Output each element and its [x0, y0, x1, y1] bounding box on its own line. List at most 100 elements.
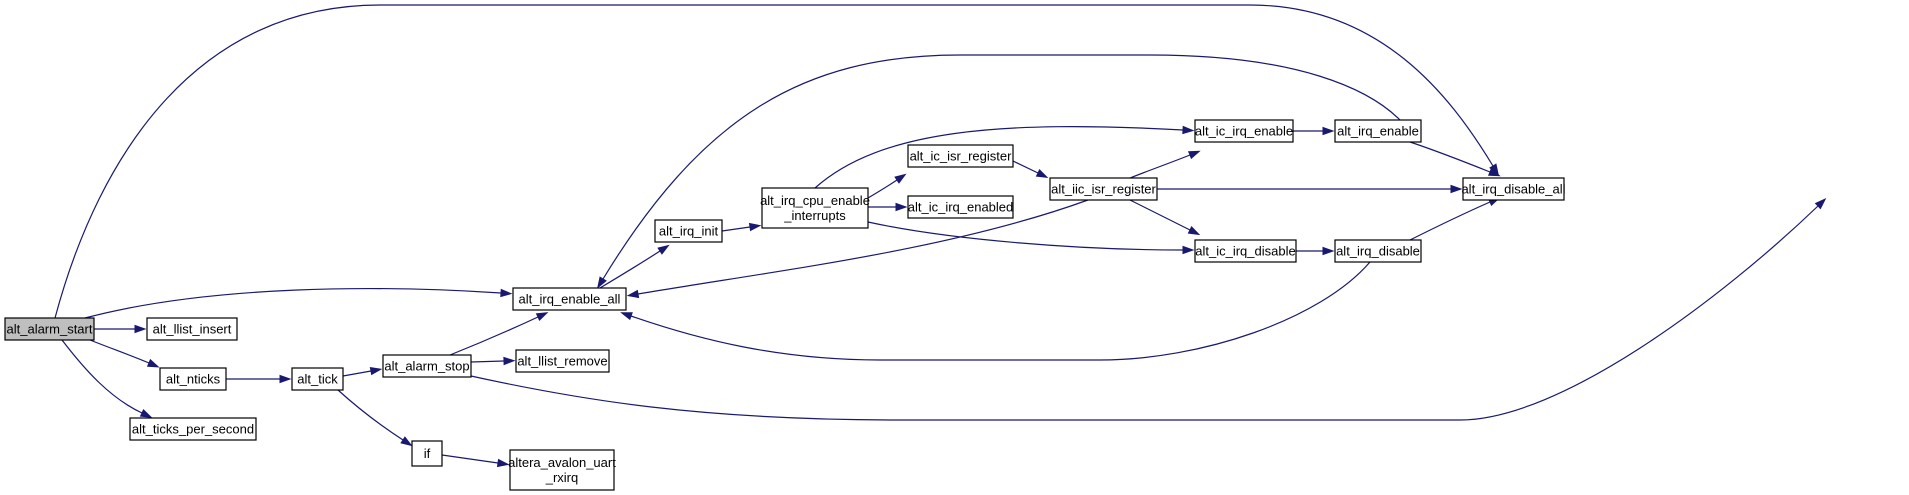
node-box: [654, 219, 723, 243]
node-alt-tick[interactable]: alt_tick: [291, 367, 344, 391]
node-box: [411, 440, 443, 467]
arrowhead-icon: [400, 436, 413, 447]
edge-alt-iic-isr-register-to-alt-irq-disable-all: [1157, 184, 1463, 194]
edge-line: [867, 221, 1184, 251]
edge-if-to-altera-avalon-uart-rxirq: [441, 454, 510, 468]
node-alt-llist-insert[interactable]: alt_llist_insert: [146, 317, 238, 341]
edge-alt-irq-disable-to-alt-irq-enable-all: [620, 261, 1371, 361]
edge-alt-alarm-stop-to-alt-llist-remove: [470, 356, 516, 366]
node-alt-irq-disable[interactable]: alt_irq_disable: [1334, 239, 1422, 263]
arrowhead-icon: [279, 374, 292, 384]
arrowhead-icon: [1814, 198, 1827, 210]
edge-alt-ic-irq-disable-to-alt-irq-disable: [1296, 246, 1335, 256]
edge-alt-tick-to-if: [337, 389, 413, 447]
edge-line: [814, 126, 1184, 189]
edge-line: [637, 199, 1089, 295]
node-alt-ic-isr-register[interactable]: alt_ic_isr_register: [907, 144, 1014, 168]
edge-alt-irq-cpu-enable-interrupts-to-alt-ic-irq-enable: [814, 125, 1195, 189]
arrowhead-icon: [369, 366, 383, 376]
node-label: altera_avalon_uart: [508, 455, 616, 470]
node-box: [291, 367, 344, 391]
arrowhead-icon: [1450, 184, 1463, 194]
arrowhead-icon: [748, 222, 762, 232]
edge-alt-alarm-start-to-alt-irq-enable-all: [84, 287, 513, 319]
node-alt-irq-init[interactable]: alt_irq_init: [654, 219, 723, 243]
edge-alt-tick-to-alt-alarm-stop: [342, 366, 383, 377]
node-box: [129, 417, 257, 441]
node-label: alt_ic_irq_enable: [1195, 124, 1293, 139]
arrowhead-icon: [1035, 168, 1049, 178]
node-label: alt_irq_disable_all: [1461, 182, 1565, 197]
node-label: alt_irq_cpu_enable: [760, 193, 870, 208]
node-box: [146, 317, 238, 341]
node-box: [1462, 177, 1565, 201]
edge-alt-ic-isr-register-to-alt-iic-isr-register: [1012, 160, 1049, 178]
node-alt-llist-remove[interactable]: alt_llist_remove: [515, 349, 610, 373]
arrowhead-icon: [535, 312, 549, 322]
edge-alt-ic-irq-enable-to-alt-irq-enable: [1293, 126, 1335, 136]
node-alt-ic-irq-enabled[interactable]: alt_ic_irq_enabled: [907, 195, 1014, 219]
node-if[interactable]: if: [411, 440, 443, 467]
node-box: [1194, 239, 1297, 263]
node-label: alt_iic_isr_register: [1051, 182, 1156, 197]
node-altera-avalon-uart-rxirq[interactable]: altera_avalon_uart_rxirq: [508, 449, 616, 491]
edge-line: [441, 454, 499, 464]
edge-line: [630, 261, 1371, 361]
node-alt-ticks-per-second[interactable]: alt_ticks_per_second: [129, 417, 257, 441]
node-alt-alarm-stop[interactable]: alt_alarm_stop: [382, 354, 472, 378]
edge-alt-alarm-stop-to-alt-irq-enable-all: [449, 312, 549, 356]
arrowhead-icon: [139, 408, 153, 418]
node-box: [1334, 239, 1422, 263]
arrowhead-icon: [146, 358, 160, 368]
arrowhead-icon: [134, 324, 147, 334]
node-alt-ic-irq-disable[interactable]: alt_ic_irq_disable: [1194, 239, 1297, 263]
node-alt-alarm-start[interactable]: alt_alarm_start: [4, 317, 95, 341]
edge-alt-iic-isr-register-to-alt-ic-irq-disable: [1129, 199, 1201, 236]
node-alt-ic-irq-enable[interactable]: alt_ic_irq_enable: [1194, 119, 1294, 143]
edge-alt-irq-enable-all-to-alt-irq-init: [599, 244, 670, 289]
arrowhead-icon: [1187, 150, 1201, 160]
node-box: [1049, 177, 1158, 201]
edge-alt-alarm-start-to-alt-irq-disable-all: [54, 4, 1499, 319]
arrowhead-icon: [1322, 126, 1335, 136]
edge-alt-alarm-start-to-alt-nticks: [89, 339, 160, 368]
node-label: alt_ic_irq_enabled: [908, 200, 1014, 215]
edge-alt-nticks-to-alt-tick: [226, 374, 292, 384]
node-box: [1334, 119, 1422, 143]
node-alt-iic-isr-register[interactable]: alt_iic_isr_register: [1049, 177, 1158, 201]
node-label: alt_llist_insert: [153, 322, 232, 337]
edge-line: [61, 339, 143, 414]
node-label: alt_irq_enable_all: [519, 292, 621, 307]
edge-alt-alarm-start-to-alt-ticks-per-second: [61, 339, 153, 418]
edge-line: [1409, 201, 1491, 241]
node-alt-irq-enable-all[interactable]: alt_irq_enable_all: [512, 287, 627, 311]
edge-line: [54, 4, 1494, 319]
node-box: [515, 349, 610, 373]
node-box: [512, 287, 627, 311]
node-box: [4, 317, 95, 341]
arrowhead-icon: [1182, 125, 1195, 135]
edge-alt-irq-enable-to-alt-irq-disable-all: [1409, 141, 1501, 177]
arrowhead-icon: [503, 356, 516, 366]
node-alt-nticks[interactable]: alt_nticks: [159, 367, 227, 391]
node-label: alt_nticks: [166, 372, 221, 387]
node-box: [907, 144, 1014, 168]
edge-line: [342, 370, 372, 377]
node-alt-irq-disable-all[interactable]: alt_irq_disable_all: [1461, 177, 1566, 201]
node-label: alt_alarm_stop: [384, 359, 469, 374]
node-box: [1194, 119, 1294, 143]
node-alt-irq-enable[interactable]: alt_irq_enable: [1334, 119, 1422, 143]
edge-alt-alarm-start-to-alt-llist-insert: [94, 324, 147, 334]
node-box: [907, 195, 1014, 219]
arrowhead-icon: [496, 458, 510, 468]
node-label: alt_alarm_start: [7, 322, 93, 337]
node-label: alt_ic_irq_disable: [1195, 244, 1295, 259]
edge-line: [470, 360, 505, 363]
node-box: [761, 187, 869, 229]
edge-line: [1012, 160, 1039, 174]
edge-alt-irq-cpu-enable-interrupts-to-alt-ic-irq-enabled: [868, 202, 908, 212]
arrowhead-icon: [895, 202, 908, 212]
node-label: alt_tick: [297, 372, 338, 387]
node-alt-irq-cpu-enable-interrupts[interactable]: alt_irq_cpu_enable_interrupts: [760, 187, 870, 229]
arrowhead-icon: [626, 289, 640, 299]
